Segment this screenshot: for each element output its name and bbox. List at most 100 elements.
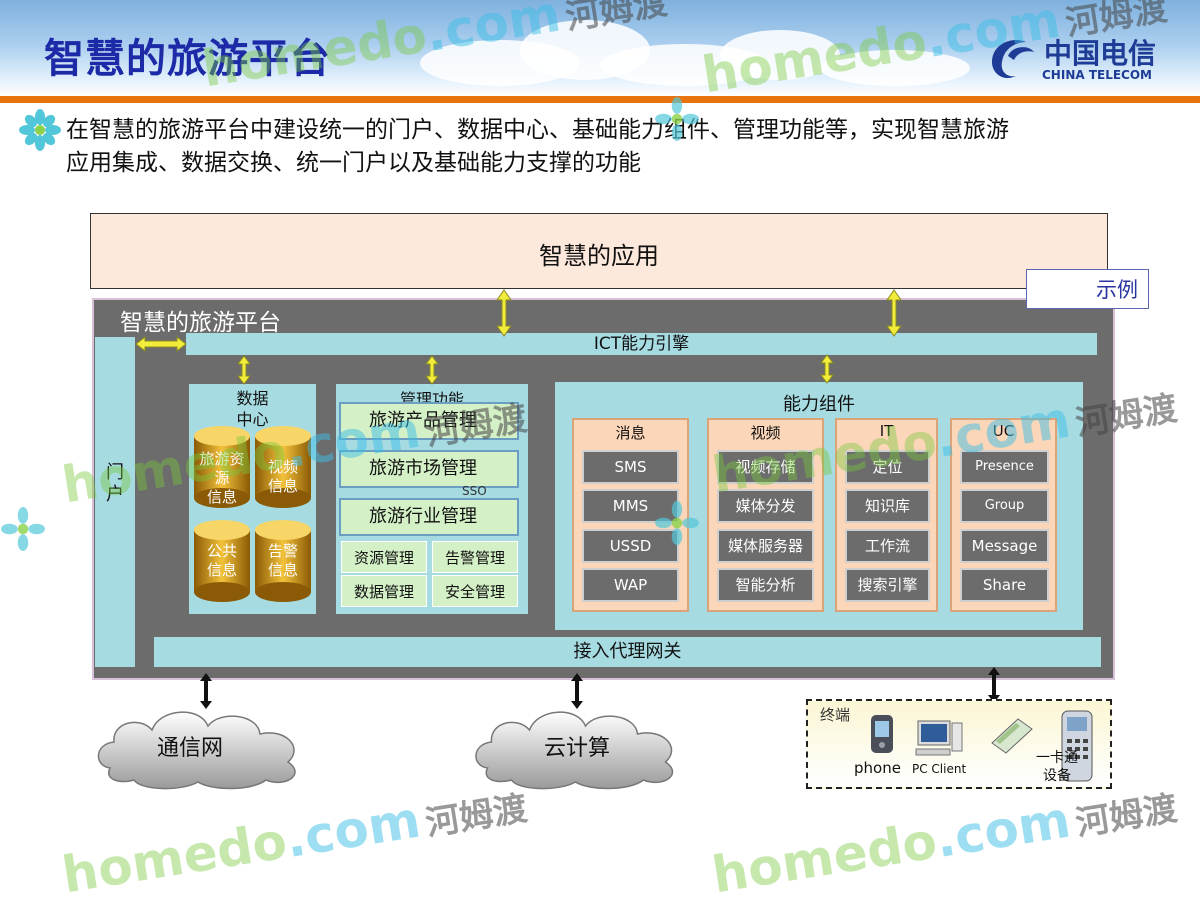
logo-english-text: CHINA TELECOM — [1042, 68, 1152, 82]
capability-item: Presence — [960, 450, 1049, 484]
capability-item: 智能分析 — [717, 568, 814, 602]
capability-item: Share — [960, 568, 1049, 602]
portal-column: 门户 — [95, 337, 135, 667]
database-label-line-2: 信息 — [206, 561, 237, 579]
data-center-panel: 数据 中心 旅游资源 信息 视频 信息 公共 — [189, 384, 316, 614]
capability-column-message: 消息 SMS MMS USSD WAP — [572, 418, 689, 612]
watermark-flower-icon — [655, 97, 699, 141]
telecom-network-cloud-icon — [97, 711, 296, 790]
capability-item: 媒体分发 — [717, 489, 814, 523]
terminal-title: 终端 — [820, 706, 851, 724]
watermark-latin: homedo — [58, 811, 291, 904]
intro-text: 在智慧的旅游平台中建设统一的门户、数据中心、基础能力组件、管理功能等，实现智慧旅… — [66, 114, 1176, 180]
phone-icon — [871, 715, 893, 753]
management-panel: 管理功能 旅游产品管理 旅游市场管理 SSO 旅游行业管理 资源管理 告警管理 … — [336, 384, 528, 614]
capability-item: 定位 — [845, 450, 930, 484]
capability-item: WAP — [582, 568, 679, 602]
telecom-network-label: 通信网 — [156, 736, 223, 761]
security-management: 安全管理 — [432, 575, 518, 607]
portal-label: 门户 — [106, 462, 124, 505]
capability-item: USSD — [582, 529, 679, 563]
database-icon — [194, 520, 250, 602]
smart-application-layer: 智慧的应用 — [90, 213, 1108, 289]
capability-item: 搜索引擎 — [845, 568, 930, 602]
tourism-market-management: 旅游市场管理 — [339, 450, 519, 488]
capability-column-uc: UC Presence Group Message Share — [950, 418, 1057, 612]
database-tourism-resources: 旅游资源 信息 — [194, 426, 250, 508]
capability-components-panel: 能力组件 消息 SMS MMS USSD WAP 视频 视频存储 媒体分发 媒体… — [555, 382, 1083, 630]
tourism-industry-management: 旅游行业管理 — [339, 498, 519, 536]
black-double-arrow-icon — [988, 667, 1000, 703]
cloud-computing-label: 云计算 — [543, 736, 610, 761]
database-public: 公共 信息 — [194, 520, 250, 602]
watermark-latin: homedo — [708, 811, 941, 904]
double-arrow-icon — [425, 355, 439, 385]
column-title: 消息 — [615, 424, 646, 442]
header-divider — [0, 96, 1200, 103]
database-icon — [194, 426, 250, 508]
database-label-line-2: 信息 — [206, 488, 237, 506]
pc-client-icon — [915, 720, 963, 756]
data-management: 数据管理 — [341, 575, 427, 607]
capability-column-it: IT 定位 知识库 工作流 搜索引擎 — [835, 418, 938, 612]
capability-item: Group — [960, 489, 1049, 523]
capability-column-video: 视频 视频存储 媒体分发 媒体服务器 智能分析 — [707, 418, 824, 612]
capability-item: 媒体服务器 — [717, 529, 814, 563]
database-alarm: 告警 信息 — [255, 520, 311, 602]
logo-chinese-text: 中国电信 — [1044, 37, 1157, 70]
database-icon — [255, 426, 311, 508]
watermark: homedo.com 河姆渡 — [58, 774, 530, 904]
capability-item: MMS — [582, 489, 679, 523]
watermark-dot: .com — [281, 790, 425, 869]
database-label-line-1: 视频 — [267, 458, 298, 476]
smart-card-device-label: 一卡通 设备 — [1036, 749, 1078, 785]
database-label-line-2: 信息 — [267, 477, 298, 495]
capability-item: 知识库 — [845, 489, 930, 523]
smart-application-label: 智慧的应用 — [539, 242, 659, 270]
tourism-product-management: 旅游产品管理 — [339, 402, 519, 440]
flower-bullet-icon — [19, 109, 61, 151]
database-label-line-2: 信息 — [267, 561, 298, 579]
database-label-line-1: 旅游资源 — [199, 450, 245, 487]
alarm-management: 告警管理 — [432, 541, 518, 573]
pc-client-label: PC Client — [912, 762, 967, 776]
double-arrow-icon — [820, 354, 834, 384]
smart-card-label-line-1: 一卡通 — [1036, 750, 1078, 766]
watermark-cn: 河姆渡 — [422, 788, 530, 844]
horizontal-double-arrow-icon — [135, 336, 187, 352]
china-telecom-logo: 中国电信 CHINA TELECOM — [986, 28, 1166, 88]
watermark-cn: 河姆渡 — [1072, 788, 1180, 844]
intro-line-2: 应用集成、数据交换、统一门户以及基础能力支撑的功能 — [66, 150, 641, 176]
watermark-flower-icon — [1, 507, 45, 551]
database-video: 视频 信息 — [255, 426, 311, 508]
capability-item: Message — [960, 529, 1049, 563]
platform-label: 智慧的旅游平台 — [120, 310, 281, 336]
black-double-arrow-icon — [200, 673, 212, 709]
cloud-computing-icon — [475, 711, 674, 790]
card-reader-device-icon — [1061, 710, 1093, 782]
column-title: 视频 — [750, 424, 781, 442]
column-title: UC — [992, 422, 1015, 440]
capability-item: 视频存储 — [717, 450, 814, 484]
database-label-line-1: 公共 — [206, 542, 237, 560]
capability-item: SMS — [582, 450, 679, 484]
smart-card-label-line-2: 设备 — [1043, 768, 1071, 784]
data-center-title: 数据 中心 — [189, 388, 316, 430]
intro-line-1: 在智慧的旅游平台中建设统一的门户、数据中心、基础能力组件、管理功能等，实现智慧旅… — [66, 117, 1009, 143]
terminal-devices-box: 终端 phone PC Client 一卡通 设备 — [806, 699, 1112, 789]
china-telecom-logo-icon — [992, 40, 1034, 79]
smart-card-icon — [991, 718, 1033, 754]
capability-title: 能力组件 — [783, 394, 855, 415]
resource-management: 资源管理 — [341, 541, 427, 573]
column-title: IT — [879, 422, 894, 440]
data-center-title-line-1: 数据 — [236, 389, 269, 408]
database-label-line-1: 告警 — [267, 542, 298, 560]
page-title: 智慧的旅游平台 — [44, 35, 331, 82]
watermark-flower-icon — [655, 501, 699, 545]
double-arrow-icon — [496, 289, 512, 337]
double-arrow-icon — [237, 355, 251, 385]
sample-tag: 示例 — [1026, 269, 1149, 309]
ict-capability-engine: ICT能力引擎 — [186, 333, 1097, 355]
data-center-title-line-2: 中心 — [236, 410, 269, 429]
access-proxy-gateway: 接入代理网关 — [154, 637, 1101, 667]
